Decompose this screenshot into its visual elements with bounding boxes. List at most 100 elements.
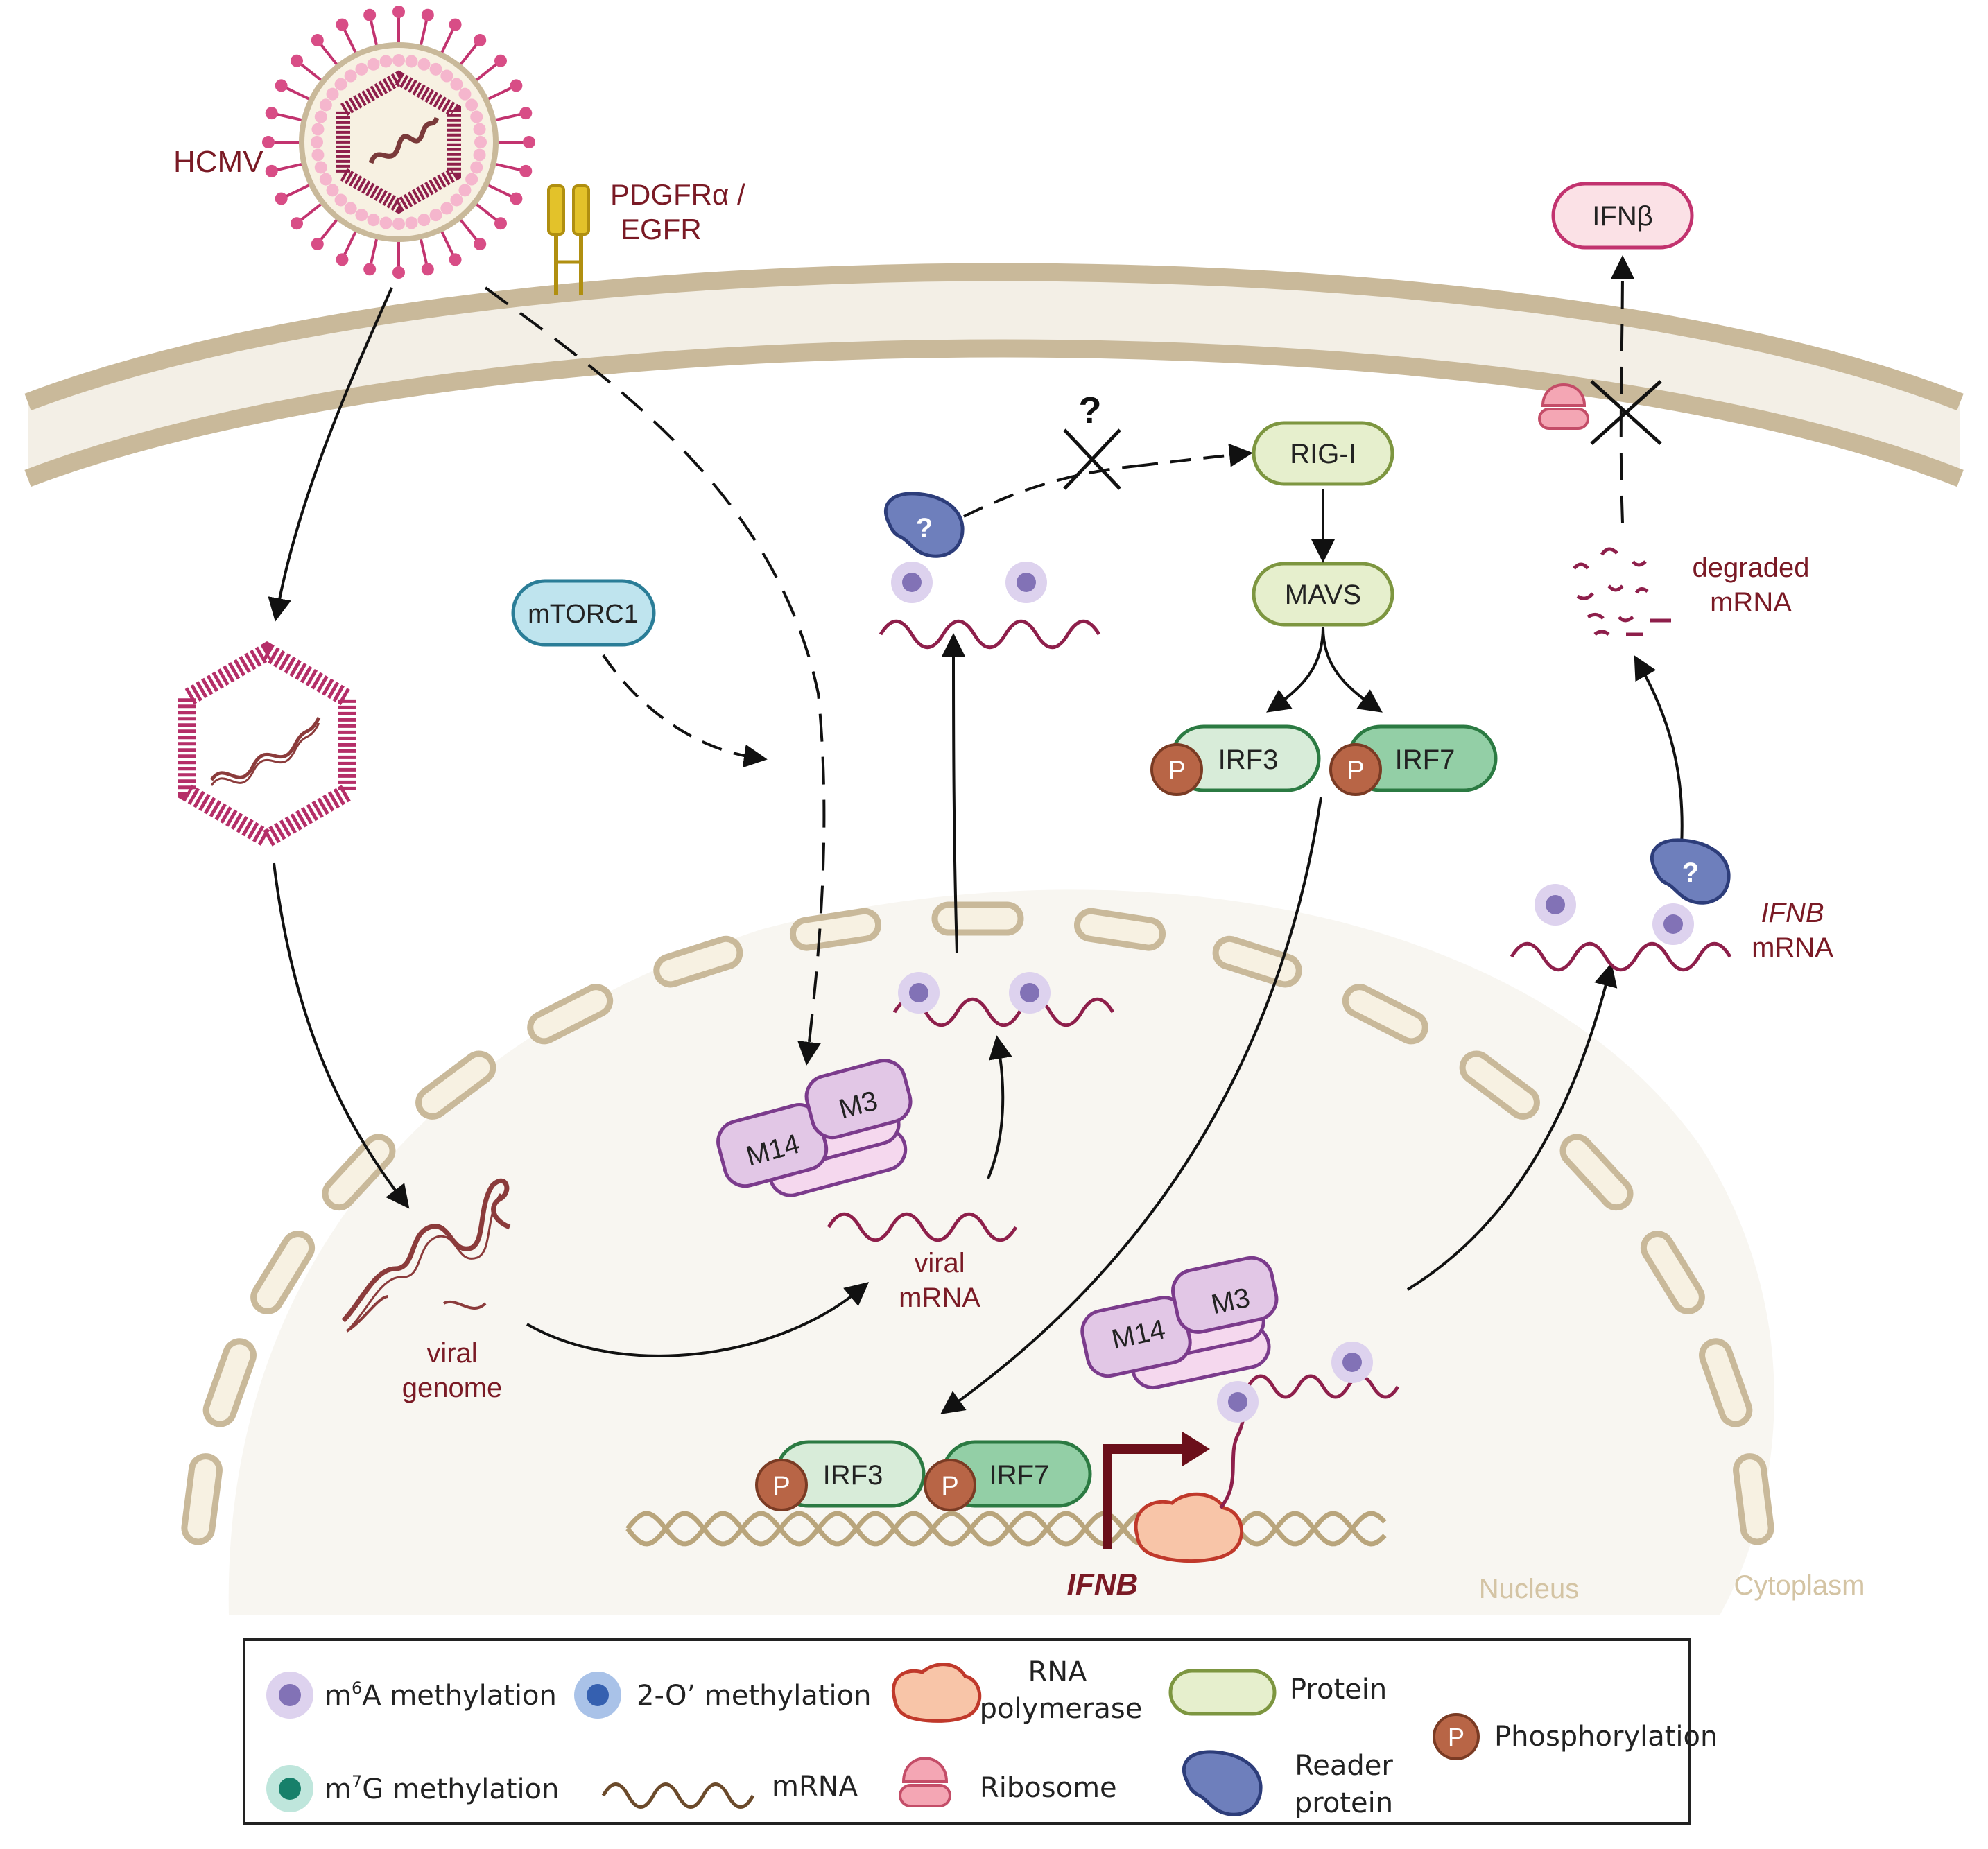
- phospho-irf3-cyto-label: P: [1168, 756, 1185, 785]
- ifnb-mrna-cytoplasm: [1510, 941, 1732, 972]
- arrow-mavs-to-irf3: [1266, 627, 1324, 713]
- viral-genome: [341, 1178, 511, 1333]
- irf7-nucleus: IRF7 P: [924, 1440, 1092, 1511]
- tegument-layer: [311, 54, 487, 230]
- reader-protein-ifnb: ?: [1650, 838, 1731, 905]
- viral-mrna-label-line2: mRNA: [899, 1283, 980, 1313]
- rna-polymerase: [1134, 1492, 1244, 1563]
- m6a-mark-nascent-1: [1217, 1381, 1259, 1423]
- arrow-ifnb-export: [1406, 962, 1618, 1291]
- ifnb-gene-label: IFNB: [1067, 1568, 1139, 1601]
- arrow-genome-to-viral-mrna: [526, 1282, 870, 1357]
- legend-phospho-label: Phosphorylation: [1494, 1721, 1718, 1753]
- legend-reader-symbol: [1182, 1750, 1263, 1816]
- arrow-mrna-to-methylated: [987, 1035, 1012, 1179]
- irf7-cyto-label: IRF7: [1395, 745, 1455, 775]
- viral-mrna-label-line1: viral: [914, 1248, 965, 1278]
- arrow-mavs-to-irf7: [1322, 627, 1383, 713]
- block-mark-ifnbeta: [1590, 380, 1662, 445]
- cell-membrane: [24, 263, 1964, 487]
- degraded-mrna: [1573, 547, 1671, 636]
- arrow-capsid-to-genome: [273, 862, 410, 1209]
- degraded-label-line2: mRNA: [1710, 587, 1792, 618]
- reader-protein-cytoplasm: ?: [883, 492, 965, 558]
- viral-mrna-nucleus: [827, 1212, 1018, 1242]
- arrow-nuclear-export: [942, 633, 966, 954]
- legend-protein-symbol: [1168, 1669, 1277, 1716]
- m6a-mark-cyto-2: [1005, 562, 1047, 603]
- phospho-irf3-nuc-label: P: [772, 1472, 790, 1501]
- cytoplasm-label: Cytoplasm: [1734, 1570, 1865, 1601]
- m6a-mark-nascent-2: [1331, 1342, 1373, 1383]
- arrow-irf-to-promoter: [940, 797, 1322, 1414]
- phospho-irf7-nuc-label: P: [941, 1472, 958, 1501]
- arrow-receptor-dashed: [484, 286, 826, 1066]
- phospho-irf3-cyto: [1150, 743, 1203, 796]
- ifnb-dna-helix: [625, 1511, 1387, 1547]
- ifnb-mrna-label-line1: IFNB: [1761, 898, 1824, 928]
- m6a-mark-cyto-1: [891, 562, 933, 603]
- nucleus-label: Nucleus: [1479, 1574, 1580, 1604]
- m6a-mark-nuc-1: [898, 972, 940, 1014]
- mtorc1-label: mTORC1: [528, 600, 639, 629]
- ifnbeta-label: IFNβ: [1592, 201, 1652, 232]
- virion-glycoprotein-spikes: [262, 6, 535, 279]
- mtorc1-node: mTORC1: [511, 579, 656, 647]
- arrow-block-to-rig-dashed: [1136, 443, 1253, 467]
- irf3-cyto-label: IRF3: [1218, 745, 1279, 775]
- arrow-mtorc1-dashed: [602, 654, 768, 768]
- rig-i-node: RIG-I: [1252, 421, 1394, 486]
- legend-reader-line1: Reader: [1295, 1750, 1393, 1782]
- transcription-start-arrow: [1103, 1432, 1210, 1549]
- legend-mrna-symbol: [601, 1782, 755, 1809]
- arrow-reader-to-rig-dashed: [963, 465, 1138, 518]
- legend-phospho-p: P: [1448, 1723, 1464, 1751]
- legend-rna-pol-line1: RNA: [1028, 1656, 1087, 1688]
- m6a-mark-ifnb-2: [1652, 903, 1694, 945]
- legend-ribosome-label: Ribosome: [980, 1772, 1117, 1804]
- legend-m6a-label: m6A methylation: [325, 1678, 557, 1712]
- legend-rna-polymerase-symbol: [892, 1663, 982, 1723]
- viral-genome-label-line2: genome: [402, 1373, 503, 1403]
- arrow-ifnb-to-degraded: [1634, 655, 1684, 847]
- arrow-degraded-to-ifnbeta-dashed: [1610, 255, 1634, 524]
- receptor-label-line1: PDGFRα /: [610, 178, 745, 211]
- legend-rna-pol-line2: polymerase: [980, 1693, 1143, 1725]
- phospho-irf7-cyto: [1329, 743, 1382, 796]
- phospho-irf3-nuc: [755, 1459, 808, 1511]
- legend-ribosome-symbol: [899, 1757, 951, 1807]
- block-mark-rig: [1063, 428, 1121, 490]
- ribosome-cytoplasm: [1538, 383, 1589, 430]
- legend-m6a-symbol: [266, 1672, 313, 1719]
- pathway-arrows: [268, 255, 1684, 1414]
- viral-mrna-cytoplasm: [879, 619, 1101, 650]
- legend-reader-line2: protein: [1295, 1787, 1393, 1819]
- legend: m6A methylation 2-O’ methylation RNA pol…: [243, 1638, 1718, 1825]
- ifnbeta-node: IFNβ: [1551, 182, 1694, 250]
- viral-capsid: [178, 641, 356, 850]
- hcmv-label: HCMV: [173, 145, 263, 179]
- pdgfr-egfr-receptor: [547, 184, 590, 295]
- phospho-irf7-nuc: [924, 1459, 976, 1511]
- irf3-cytoplasm: IRF3 P: [1150, 724, 1321, 796]
- receptor-label-line2: EGFR: [621, 213, 702, 245]
- reader-question-ifnb: ?: [1682, 858, 1699, 888]
- rig-i-label: RIG-I: [1290, 439, 1356, 469]
- legend-2o-symbol: [574, 1672, 621, 1719]
- m14-m3-complex-viral: M14 M3: [716, 1059, 913, 1197]
- ifnb-mrna-label-line2: mRNA: [1752, 932, 1833, 963]
- irf3-nucleus: IRF3 P: [755, 1440, 926, 1511]
- hcmv-virion: [262, 6, 535, 279]
- arrow-virion-to-capsid: [268, 287, 393, 622]
- phospho-irf7-cyto-label: P: [1347, 756, 1364, 785]
- legend-phospho-symbol: P: [1433, 1713, 1480, 1760]
- mavs-label: MAVS: [1285, 580, 1361, 610]
- m6a-mark-nuc-2: [1009, 972, 1051, 1014]
- irf7-cytoplasm: IRF7 P: [1329, 724, 1498, 796]
- m14-m3-complex-ifnb: M14 M3: [1080, 1256, 1279, 1390]
- legend-mrna-label: mRNA: [772, 1771, 858, 1803]
- degraded-label-line1: degraded: [1692, 553, 1809, 583]
- irf3-nuc-label: IRF3: [823, 1460, 883, 1491]
- irf7-nuc-label: IRF7: [989, 1460, 1050, 1491]
